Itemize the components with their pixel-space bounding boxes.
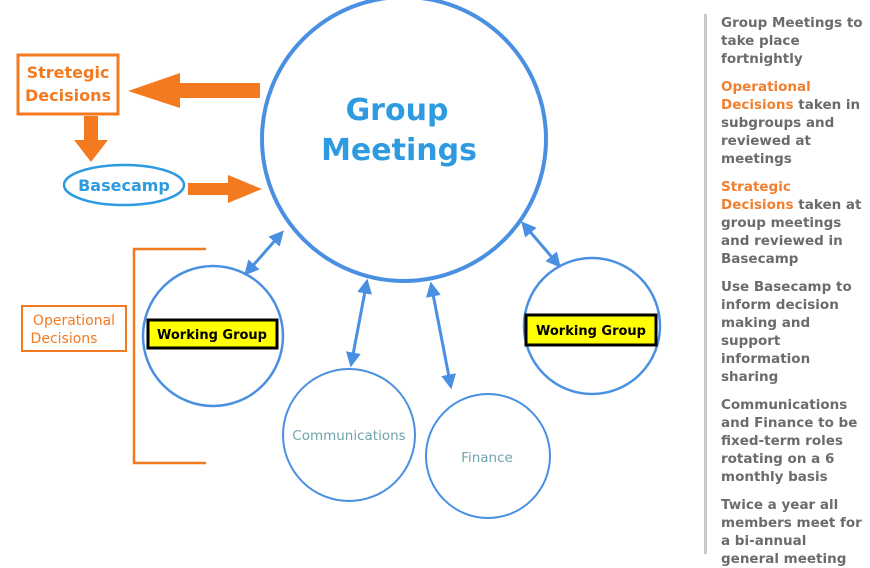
arrow-meetings-working-group-left xyxy=(244,230,284,276)
note-rotating-roles: Communications and Finance to be fixed-t… xyxy=(721,397,858,485)
note-strategic-decisions: Strategic Decisions taken at group meeti… xyxy=(721,179,862,267)
group-meetings-label-line1: Group xyxy=(346,93,449,128)
arrow-strategic-to-basecamp xyxy=(74,116,108,162)
arrow-meetings-to-strategic xyxy=(128,73,260,108)
finance-circle xyxy=(425,393,551,519)
working-group-right-label: Working Group xyxy=(536,324,646,339)
communications-label: Communications xyxy=(292,428,405,444)
notes-panel: Group Meetings to take place fortnightly… xyxy=(704,14,864,567)
note-meeting-frequency: Group Meetings to take place fortnightly xyxy=(721,15,863,67)
arrow-meetings-working-group-right xyxy=(521,221,561,268)
strategic-decisions-label-line1: Stretegic xyxy=(27,63,110,82)
note-general-meeting: Twice a year all members meet for a bi-a… xyxy=(721,497,862,567)
operational-decisions-label-line1: Operational xyxy=(33,313,115,329)
working-group-left-box xyxy=(146,318,279,350)
group-meetings-circle xyxy=(260,0,548,283)
group-meetings-label-line2: Meetings xyxy=(321,133,477,168)
basecamp-ellipse xyxy=(62,163,186,207)
strategic-decisions-box xyxy=(16,53,120,116)
strategic-decisions-label-line2: Decisions xyxy=(25,86,111,105)
working-group-left-label: Working Group xyxy=(157,328,267,343)
finance-label: Finance xyxy=(461,450,513,466)
operational-bracket xyxy=(132,247,206,465)
note-basecamp-usage: Use Basecamp to inform decision making a… xyxy=(721,279,852,385)
basecamp-label: Basecamp xyxy=(78,176,170,195)
arrow-basecamp-to-meetings xyxy=(188,175,262,203)
communications-circle xyxy=(282,368,416,502)
operational-decisions-box xyxy=(21,305,127,352)
arrow-meetings-communications xyxy=(346,278,372,368)
arrow-meetings-finance xyxy=(426,281,456,390)
working-group-right-box xyxy=(524,313,658,347)
operational-decisions-label-line2: Decisions xyxy=(31,331,98,347)
note-operational-decisions: Operational Decisions taken in subgroups… xyxy=(721,79,861,167)
